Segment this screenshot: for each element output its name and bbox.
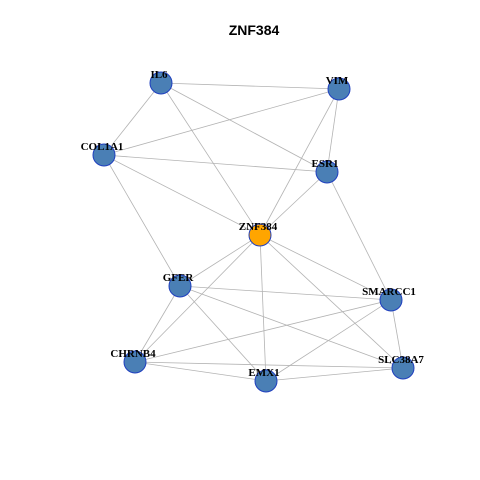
node-label-znf384: ZNF384 — [239, 221, 278, 233]
edge-gfer-chrnb4 — [134, 285, 181, 363]
edge-znf384-emx1 — [259, 234, 267, 382]
node-il6[interactable] — [149, 71, 173, 95]
node-label-emx1: EMX1 — [248, 367, 279, 379]
edge-gfer-smarcc1 — [179, 285, 392, 301]
edge-il6-col1a1 — [103, 82, 162, 156]
edge-vim-znf384 — [259, 88, 340, 236]
node-layer — [92, 71, 415, 393]
node-col1a1[interactable] — [92, 143, 116, 167]
edge-il6-esr1 — [160, 82, 328, 173]
edge-znf384-chrnb4 — [134, 234, 261, 363]
node-label-vim: VIM — [326, 75, 349, 87]
graph-title: ZNF384 — [229, 22, 280, 38]
edge-col1a1-gfer — [103, 154, 181, 287]
edge-znf384-smarcc1 — [259, 234, 392, 301]
edge-col1a1-znf384 — [103, 154, 261, 236]
edge-gfer-emx1 — [179, 285, 267, 382]
node-label-slc38a7: SLC38A7 — [378, 354, 424, 366]
node-znf384[interactable] — [248, 223, 272, 247]
node-label-smarcc1: SMARCC1 — [362, 286, 416, 298]
edge-smarcc1-chrnb4 — [134, 299, 392, 363]
edge-esr1-znf384 — [259, 171, 328, 236]
node-gfer[interactable] — [168, 274, 192, 298]
edge-vim-esr1 — [326, 88, 340, 173]
node-smarcc1[interactable] — [379, 288, 403, 312]
node-slc38a7[interactable] — [391, 356, 415, 380]
node-label-il6: IL6 — [150, 69, 168, 81]
edge-layer — [103, 82, 404, 382]
node-esr1[interactable] — [315, 160, 339, 184]
node-label-gfer: GFER — [163, 272, 195, 284]
edge-chrnb4-emx1 — [134, 361, 267, 382]
node-label-esr1: ESR1 — [312, 158, 339, 170]
node-emx1[interactable] — [254, 369, 278, 393]
edge-chrnb4-slc38a7 — [134, 361, 404, 369]
edge-emx1-slc38a7 — [265, 367, 404, 382]
edge-il6-znf384 — [160, 82, 261, 236]
node-label-chrnb4: CHRNB4 — [110, 348, 156, 360]
edge-esr1-smarcc1 — [326, 171, 392, 301]
edge-il6-vim — [160, 82, 340, 90]
edge-col1a1-esr1 — [103, 154, 328, 173]
edge-vim-col1a1 — [103, 88, 340, 156]
node-vim[interactable] — [327, 77, 351, 101]
edge-znf384-gfer — [179, 234, 261, 287]
edge-gfer-slc38a7 — [179, 285, 404, 369]
node-label-col1a1: COL1A1 — [81, 141, 124, 153]
edge-znf384-slc38a7 — [259, 234, 404, 369]
node-chrnb4[interactable] — [123, 350, 147, 374]
edge-smarcc1-emx1 — [265, 299, 392, 382]
edge-smarcc1-slc38a7 — [390, 299, 404, 369]
